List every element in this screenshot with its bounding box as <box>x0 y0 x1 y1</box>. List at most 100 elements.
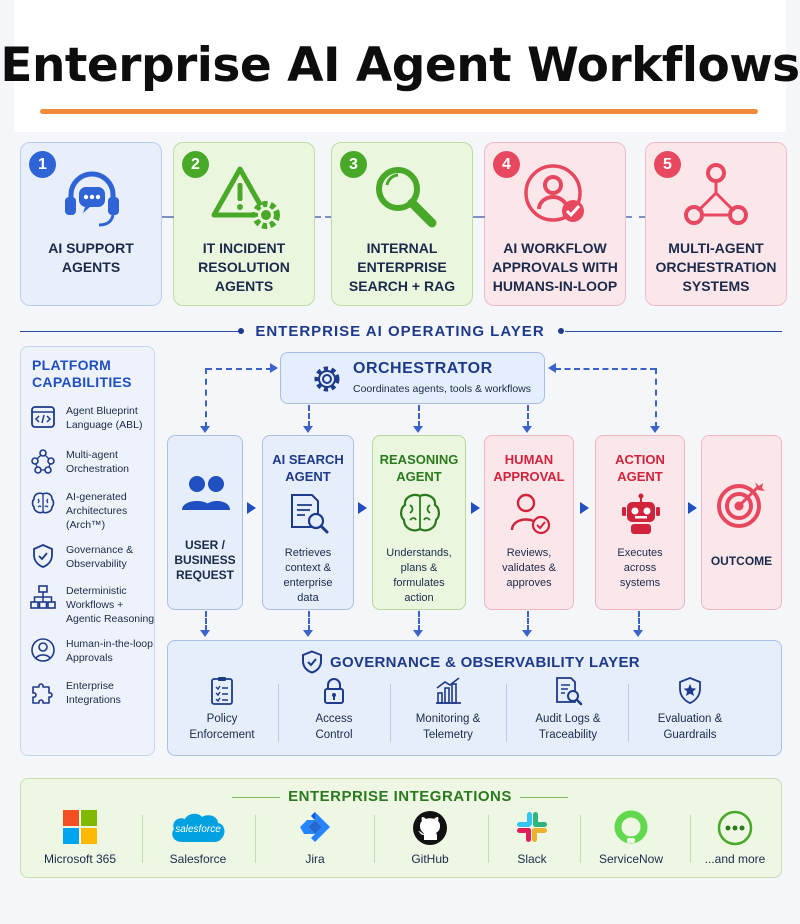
arrow-icon <box>548 363 556 373</box>
gear-icon <box>314 366 340 392</box>
capability-label: Deterministic Workflows + Agentic Reason… <box>66 585 155 625</box>
governance-layer-panel <box>167 640 782 756</box>
arrow-icon <box>522 630 532 637</box>
use-case-card-2: 2 IT INCIDENT RESOLUTION AGENTS <box>173 142 315 306</box>
integrations-title: ENTERPRISE INTEGRATIONS <box>288 788 512 805</box>
slack-logo-icon <box>517 812 547 842</box>
card-connector <box>626 216 645 218</box>
integration-jira: Jira <box>265 810 365 870</box>
salesforce-logo-text: salesforce <box>175 824 221 835</box>
use-case-label: AI WORKFLOW APPROVALS WITH HUMANS-IN-LOO… <box>492 240 618 294</box>
integration-label: Salesforce <box>169 852 227 866</box>
flow-step-user-request: USER / BUSINESS REQUEST <box>167 435 243 610</box>
arrow-icon <box>358 502 367 514</box>
divider <box>488 815 489 863</box>
governance-link <box>308 611 310 631</box>
more-dots-icon <box>717 810 753 846</box>
governance-item: Access Control <box>292 676 376 748</box>
governance-link <box>638 611 640 631</box>
magnifier-icon <box>376 167 437 228</box>
arrow-icon <box>633 630 643 637</box>
shield-check-icon <box>302 650 322 674</box>
flow-step-reasoning-agent: REASONING AGENT Understands, plans & for… <box>372 435 466 610</box>
divider <box>278 684 279 742</box>
target-icon <box>717 482 765 528</box>
log-search-icon <box>556 677 583 706</box>
headset-chat-icon <box>65 171 119 227</box>
lock-icon <box>324 678 344 704</box>
use-case-label: AI SUPPORT AGENTS <box>48 240 134 275</box>
arrow-icon <box>580 502 589 514</box>
orchestrator-link <box>527 405 529 427</box>
flow-step-description: USER / BUSINESS REQUEST <box>174 538 236 582</box>
governance-layer-title: GOVERNANCE & OBSERVABILITY LAYER <box>330 654 640 671</box>
user-check-icon <box>510 493 551 535</box>
code-window-icon <box>31 406 55 428</box>
arrow-icon <box>303 426 313 433</box>
flow-step-ai-search-agent: AI SEARCH AGENT Retrieves context & ente… <box>262 435 354 610</box>
divider <box>628 684 629 742</box>
arrow-icon <box>200 426 210 433</box>
flow-step-title: AI SEARCH AGENT <box>272 452 344 484</box>
layer-divider-dot <box>558 328 564 334</box>
users-icon <box>182 476 230 510</box>
flow-step-description: Understands, plans & formulates action <box>386 547 452 604</box>
integration-label: Jira <box>305 852 325 866</box>
governance-link <box>418 611 420 631</box>
flow-step-human-approval: HUMAN APPROVAL Reviews, validates & appr… <box>484 435 574 610</box>
use-case-label: IT INCIDENT RESOLUTION AGENTS <box>198 240 290 294</box>
flow-step-description: Retrieves context & enterprise data <box>283 547 333 604</box>
layer-divider-dot <box>238 328 244 334</box>
integration-slack: Slack <box>492 810 572 870</box>
use-case-number: 2 <box>182 151 209 178</box>
arrow-icon <box>247 502 256 514</box>
governance-item: Monitoring & Telemetry <box>400 676 496 748</box>
orchestrator-link <box>555 368 656 370</box>
arrow-icon <box>413 426 423 433</box>
governance-item-label: Access Control <box>315 713 353 741</box>
orchestrator-link <box>418 405 420 427</box>
jira-logo-icon <box>300 812 330 842</box>
use-case-number: 4 <box>493 151 520 178</box>
microsoft-logo-icon <box>63 810 97 844</box>
arrow-icon <box>200 630 210 637</box>
governance-item-label: Monitoring & Telemetry <box>415 713 481 741</box>
arrow-icon <box>471 502 480 514</box>
flow-step-title: HUMAN APPROVAL <box>493 452 565 484</box>
integrations-panel <box>20 778 782 878</box>
card-connector <box>473 216 485 218</box>
governance-item-label: Evaluation & Guardrails <box>657 713 723 741</box>
orchestrator-link <box>655 368 657 428</box>
integration-salesforce: salesforce Salesforce <box>150 810 246 870</box>
integration-and-more: ...and more <box>694 810 776 870</box>
layer-divider-left <box>20 331 240 332</box>
platform-capabilities-title: PLATFORM CAPABILITIES <box>32 357 132 390</box>
flow-step-description: OUTCOME <box>710 554 773 568</box>
governance-link <box>527 611 529 631</box>
divider <box>506 684 507 742</box>
orchestrator-link <box>206 368 272 370</box>
layer-divider-right <box>565 331 782 332</box>
arrow-icon <box>522 426 532 433</box>
governance-item-label: Policy Enforcement <box>189 713 255 741</box>
operating-layer-title: ENTERPRISE AI OPERATING LAYER <box>255 323 545 340</box>
capability-label: Governance & Observability <box>66 544 134 570</box>
integration-label: ...and more <box>704 852 766 866</box>
use-case-label: INTERNAL ENTERPRISE SEARCH + RAG <box>348 240 456 294</box>
bar-chart-icon <box>436 677 461 704</box>
platform-capabilities-panel <box>20 346 155 756</box>
page-title: Enterprise AI Agent Workflows <box>0 38 800 93</box>
integration-github: GitHub <box>380 810 480 870</box>
integration-label: Slack <box>517 852 547 866</box>
flow-step-outcome: OUTCOME <box>701 435 782 610</box>
user-check-icon <box>524 164 584 222</box>
arrow-icon <box>303 630 313 637</box>
integrations-title-line <box>232 797 280 798</box>
capability-label: Human-in-the-loop Approvals <box>66 638 153 664</box>
orchestrator-box <box>280 352 545 404</box>
card-connector <box>162 216 174 218</box>
orchestrator-link <box>308 405 310 427</box>
puzzle-icon <box>32 683 53 704</box>
card-connector <box>315 216 331 218</box>
arrow-icon <box>650 426 660 433</box>
